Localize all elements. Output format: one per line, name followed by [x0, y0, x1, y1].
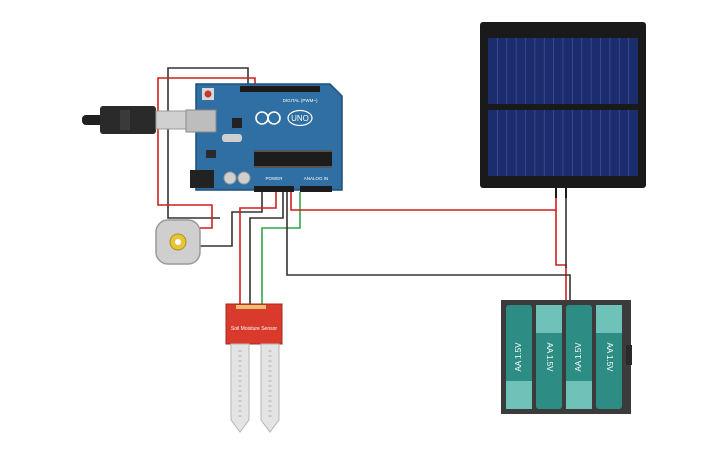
usb-plug-tip [82, 115, 104, 125]
usb-chip [232, 118, 242, 128]
battery-cell-band [506, 381, 532, 409]
soil-moisture-sensor[interactable]: Soil Moisture Sensor [225, 303, 283, 433]
digital-header[interactable] [240, 86, 320, 92]
battery-cell-band [536, 305, 562, 333]
capacitor-1 [223, 171, 237, 185]
chip-socket-top [254, 150, 332, 152]
crystal [222, 134, 242, 142]
wire-black-sensor[interactable] [249, 192, 284, 308]
wire-red-sensor[interactable] [239, 192, 277, 308]
battery-cell: AA 1.5V [596, 305, 622, 409]
battery-cell-band [566, 381, 592, 409]
battery-pack[interactable]: AA 1.5V AA 1.5V AA 1.5V AA 1.5V [501, 300, 632, 414]
wire-red-solar[interactable] [290, 192, 557, 211]
dc-motor[interactable] [155, 219, 201, 265]
board-outline [195, 83, 343, 191]
battery-cell-label: AA 1.5V [545, 343, 554, 373]
solar-panel[interactable] [480, 22, 646, 198]
battery-cell-label: AA 1.5V [514, 342, 523, 372]
power-header-label: POWER [265, 176, 283, 181]
analog-header-label: ANALOG IN [304, 176, 329, 181]
power-header[interactable] [254, 186, 294, 192]
usb-plug-grip [120, 110, 130, 130]
battery-cell: AA 1.5V [506, 305, 532, 409]
solar-grid-lines [496, 38, 630, 176]
usb-cable [82, 106, 197, 134]
regulator [206, 150, 216, 158]
atmega-chip [254, 152, 332, 166]
battery-cells: AA 1.5V AA 1.5V AA 1.5V AA 1.5V [506, 305, 622, 409]
sensor-probe-left [230, 343, 250, 433]
wire-black-top-loop[interactable] [167, 67, 249, 219]
wire-red-battery[interactable] [555, 210, 567, 300]
board-logo-text: UNO [291, 114, 309, 123]
capacitor-2 [237, 171, 251, 185]
sensor-label: Soil Moisture Sensor [231, 326, 277, 332]
wire-red-top-loop[interactable] [157, 77, 256, 229]
solar-leads [555, 188, 567, 198]
reset-button-cap[interactable] [204, 90, 212, 98]
battery-cell-band [596, 305, 622, 333]
logo-infinity-right-icon [267, 111, 281, 125]
sensor-board [225, 303, 283, 345]
battery-cell-label: AA 1.5V [605, 343, 614, 373]
battery-cell-label: AA 1.5V [574, 342, 583, 372]
wire-black-battery[interactable] [286, 192, 571, 300]
sensor-probe-right [260, 343, 280, 433]
battery-holder-clip [626, 345, 632, 365]
arduino-uno-board[interactable]: DIGITAL (PWM~) UNO POWER ANALOG IN [185, 83, 343, 192]
wires [157, 67, 571, 308]
logo-oval [287, 109, 313, 127]
battery-cell: AA 1.5V [566, 305, 592, 409]
battery-cell: AA 1.5V [536, 305, 562, 409]
sensor-pins[interactable] [236, 305, 266, 309]
analog-header[interactable] [300, 186, 332, 192]
wire-black-motor[interactable] [200, 192, 263, 247]
chip-socket-bottom [254, 166, 332, 168]
power-jack [190, 170, 214, 188]
motor-shaft-center [175, 239, 181, 245]
digital-header-label: DIGITAL (PWM~) [283, 98, 318, 103]
usb-jack [185, 109, 217, 133]
